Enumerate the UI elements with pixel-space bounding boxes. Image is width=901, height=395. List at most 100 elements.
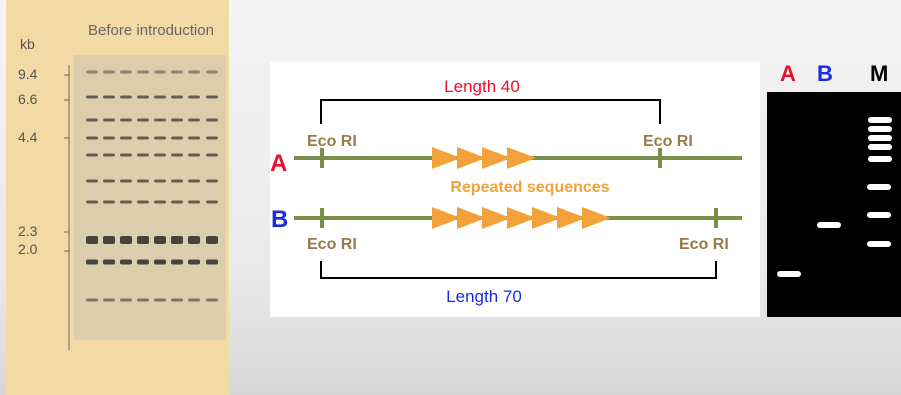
photo-band — [171, 298, 183, 302]
photo-band — [103, 179, 115, 183]
gel-black-area — [767, 92, 901, 317]
photo-band — [188, 153, 200, 157]
photo-band — [137, 70, 149, 74]
photo-band — [188, 200, 200, 204]
marker-band — [868, 144, 892, 150]
restriction-diagram: Length 40 Eco RI Eco RI A Repeated seque… — [270, 62, 760, 317]
diagram-svg: Length 40 Eco RI Eco RI A Repeated seque… — [270, 77, 742, 306]
repeat-arrow — [582, 207, 611, 229]
bracket-a — [320, 99, 661, 124]
photo-band — [103, 136, 115, 140]
marker-band — [868, 135, 892, 141]
repeat-arrow — [482, 207, 511, 229]
photo-band — [103, 200, 115, 204]
photo-band — [86, 153, 98, 157]
photo-band — [171, 153, 183, 157]
photo-band — [120, 259, 132, 265]
photo-band — [86, 179, 98, 183]
length-b-label: Length 70 — [446, 287, 522, 306]
photo-band — [103, 298, 115, 302]
lane-a-label: A — [780, 61, 796, 86]
gel-band-a — [777, 271, 801, 277]
photo-band — [137, 200, 149, 204]
photo-band — [154, 200, 166, 204]
photo-band — [206, 298, 218, 302]
photo-band — [171, 95, 183, 99]
photo-band — [206, 118, 218, 122]
photo-band — [154, 95, 166, 99]
photo-band — [120, 179, 132, 183]
photo-band — [137, 136, 149, 140]
photo-band — [154, 179, 166, 183]
marker-band — [868, 117, 892, 123]
photo-band — [206, 236, 218, 244]
photo-band — [188, 70, 200, 74]
photo-band — [188, 136, 200, 140]
repeat-arrow — [457, 207, 486, 229]
repeat-arrow — [557, 207, 586, 229]
photo-band — [86, 298, 98, 302]
photo-band — [206, 95, 218, 99]
photo-band — [206, 70, 218, 74]
photo-band — [206, 153, 218, 157]
repeat-arrow — [507, 147, 536, 169]
repeated-sequences-label: Repeated sequences — [450, 179, 609, 196]
repeat-arrow — [432, 207, 461, 229]
photo-band — [86, 136, 98, 140]
photo-band — [188, 118, 200, 122]
photo-band — [188, 236, 200, 244]
photo-band — [188, 95, 200, 99]
bracket-b — [320, 261, 717, 279]
repeat-arrow — [507, 207, 536, 229]
tick-label-2-0: 2.0 — [18, 241, 38, 257]
photo-band — [154, 259, 166, 265]
photo-band — [137, 259, 149, 265]
photo-band — [120, 70, 132, 74]
lane-m-label: M — [870, 61, 889, 86]
strand-b-label: B — [271, 206, 288, 233]
photo-band — [103, 153, 115, 157]
photo-band — [86, 200, 98, 204]
repeat-arrow — [482, 147, 511, 169]
photo-band — [120, 298, 132, 302]
marker-band — [867, 241, 891, 247]
photo-band — [171, 236, 183, 244]
photo-band — [171, 70, 183, 74]
marker-band — [867, 212, 891, 218]
photo-band — [137, 95, 149, 99]
eco-a-left-label: Eco RI — [307, 133, 357, 150]
photo-band — [206, 200, 218, 204]
gel-photo-bands — [64, 55, 226, 350]
marker-band — [867, 184, 891, 190]
tick-label-2-3: 2.3 — [18, 223, 38, 239]
repeats-b — [432, 207, 611, 229]
photo-band — [171, 179, 183, 183]
photo-band — [188, 259, 200, 265]
photo-band — [86, 118, 98, 122]
photo-band — [171, 118, 183, 122]
photo-band — [86, 70, 98, 74]
marker-band — [868, 126, 892, 132]
photo-band — [188, 298, 200, 302]
photo-band — [120, 118, 132, 122]
marker-band — [868, 156, 892, 162]
repeat-arrow — [432, 147, 461, 169]
photo-band — [120, 95, 132, 99]
gel-panel: A B M — [767, 61, 901, 317]
tick-label-6-6: 6.6 — [18, 91, 38, 107]
photo-band — [154, 118, 166, 122]
photo-band — [206, 136, 218, 140]
strand-a-label: A — [270, 150, 287, 177]
photo-band — [86, 236, 98, 244]
tick-label-9-4: 9.4 — [18, 66, 38, 82]
photo-band — [154, 153, 166, 157]
photo-band — [137, 236, 149, 244]
photo-band — [171, 200, 183, 204]
tick-label-4-4: 4.4 — [18, 129, 38, 145]
photo-band — [154, 236, 166, 244]
photo-band — [188, 179, 200, 183]
photo-band — [137, 298, 149, 302]
repeat-arrow — [532, 207, 561, 229]
repeat-arrow — [457, 147, 486, 169]
photo-band — [103, 259, 115, 265]
